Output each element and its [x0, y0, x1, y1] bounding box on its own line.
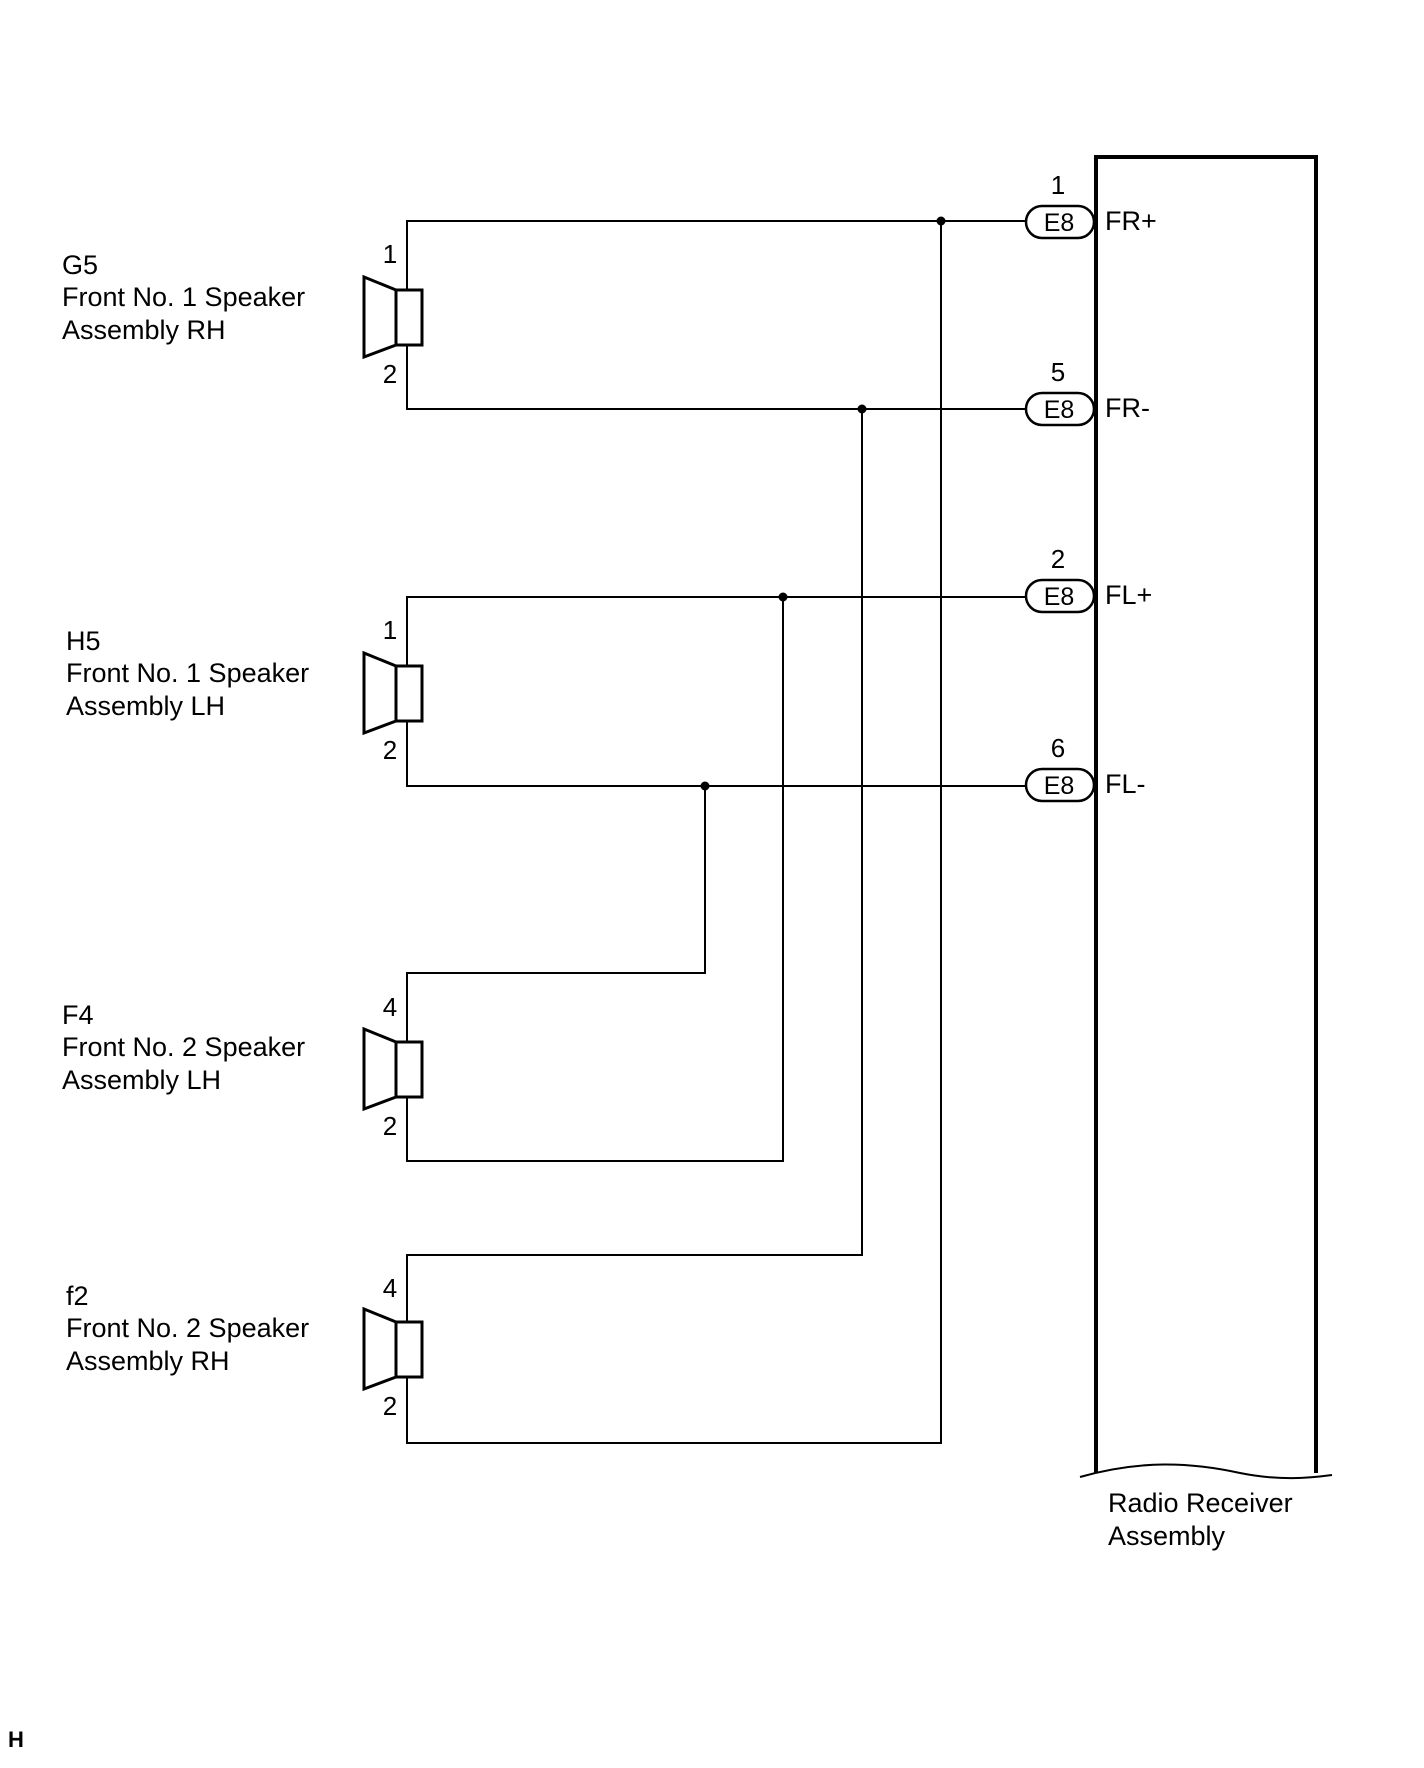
- speaker-pin-bottom: 2: [383, 359, 397, 389]
- wire-fl-plus: [406, 596, 1026, 666]
- connector-signal-label: FR-: [1105, 393, 1150, 423]
- speaker-f4: 4 2 F4 Front No. 2 Speaker Assembly LH: [62, 992, 424, 1141]
- speaker-h5: 1 2 H5 Front No. 1 Speaker Assembly LH: [66, 615, 424, 765]
- speaker-pin-bottom: 2: [383, 735, 397, 765]
- connector-signal-label: FR+: [1105, 206, 1157, 236]
- speaker-code: F4: [62, 1000, 94, 1030]
- speaker-pin-top: 4: [383, 1273, 397, 1303]
- speaker-g5: 1 2 G5 Front No. 1 Speaker Assembly RH: [62, 239, 424, 389]
- connector-fl-minus: 6 E8 FL-: [1024, 733, 1146, 803]
- wire-fr-plus: [406, 220, 1026, 290]
- speaker-icon: [362, 274, 398, 360]
- speaker-icon: [362, 650, 398, 736]
- speaker-name-line1: Front No. 2 Speaker: [62, 1032, 305, 1062]
- connector-signal-label: FL+: [1105, 580, 1152, 610]
- wiring: [406, 216, 1026, 1444]
- junction-dot: [936, 216, 946, 226]
- speaker-name-line2: Assembly RH: [62, 315, 226, 345]
- connector-fl-plus: 2 E8 FL+: [1024, 544, 1152, 614]
- connector-fr-plus: 1 E8 FR+: [1024, 170, 1157, 240]
- receiver-label-line2: Assembly: [1108, 1521, 1226, 1551]
- speaker-icon: [362, 1306, 398, 1392]
- wire-f2-pin2: [406, 221, 942, 1444]
- connector-code: E8: [1044, 772, 1075, 800]
- speaker-code: f2: [66, 1281, 89, 1311]
- speaker-name-line2: Assembly LH: [66, 691, 225, 721]
- radio-receiver-assembly: Radio Receiver Assembly: [1079, 155, 1333, 1551]
- speaker-f2: 4 2 f2 Front No. 2 Speaker Assembly RH: [66, 1273, 424, 1421]
- corner-mark: H: [8, 1727, 24, 1752]
- connector-code: E8: [1044, 396, 1075, 424]
- connector-pin-number: 5: [1051, 357, 1065, 387]
- connector-pin-number: 2: [1051, 544, 1065, 574]
- wire-f4-pin2: [406, 597, 784, 1162]
- speaker-name-line2: Assembly RH: [66, 1346, 230, 1376]
- speaker-code: G5: [62, 250, 98, 280]
- junction-dot: [778, 592, 788, 602]
- speaker-name-line1: Front No. 1 Speaker: [62, 282, 305, 312]
- wire-f4-pin4: [406, 786, 706, 1042]
- speaker-pin-bottom: 2: [383, 1391, 397, 1421]
- junction-dot: [857, 404, 867, 414]
- wire-fr-minus: [406, 345, 1026, 410]
- junction-dot: [700, 781, 710, 791]
- speaker-name-line1: Front No. 1 Speaker: [66, 658, 309, 688]
- connector-code: E8: [1044, 583, 1075, 611]
- speaker-name-line1: Front No. 2 Speaker: [66, 1313, 309, 1343]
- speaker-pin-top: 4: [383, 992, 397, 1022]
- speaker-icon: [362, 1026, 398, 1112]
- speaker-pin-top: 1: [383, 615, 397, 645]
- speaker-pin-bottom: 2: [383, 1111, 397, 1141]
- speaker-code: H5: [66, 626, 101, 656]
- connector-pin-number: 1: [1051, 170, 1065, 200]
- receiver-label-line1: Radio Receiver: [1108, 1488, 1293, 1518]
- wire-f2-pin4: [406, 409, 863, 1322]
- connector-signal-label: FL-: [1105, 769, 1146, 799]
- connector-pin-number: 6: [1051, 733, 1065, 763]
- speaker-pin-top: 1: [383, 239, 397, 269]
- speaker-name-line2: Assembly LH: [62, 1065, 221, 1095]
- connector-fr-minus: 5 E8 FR-: [1024, 357, 1150, 427]
- connector-code: E8: [1044, 209, 1075, 237]
- wire-fl-minus: [406, 721, 1026, 787]
